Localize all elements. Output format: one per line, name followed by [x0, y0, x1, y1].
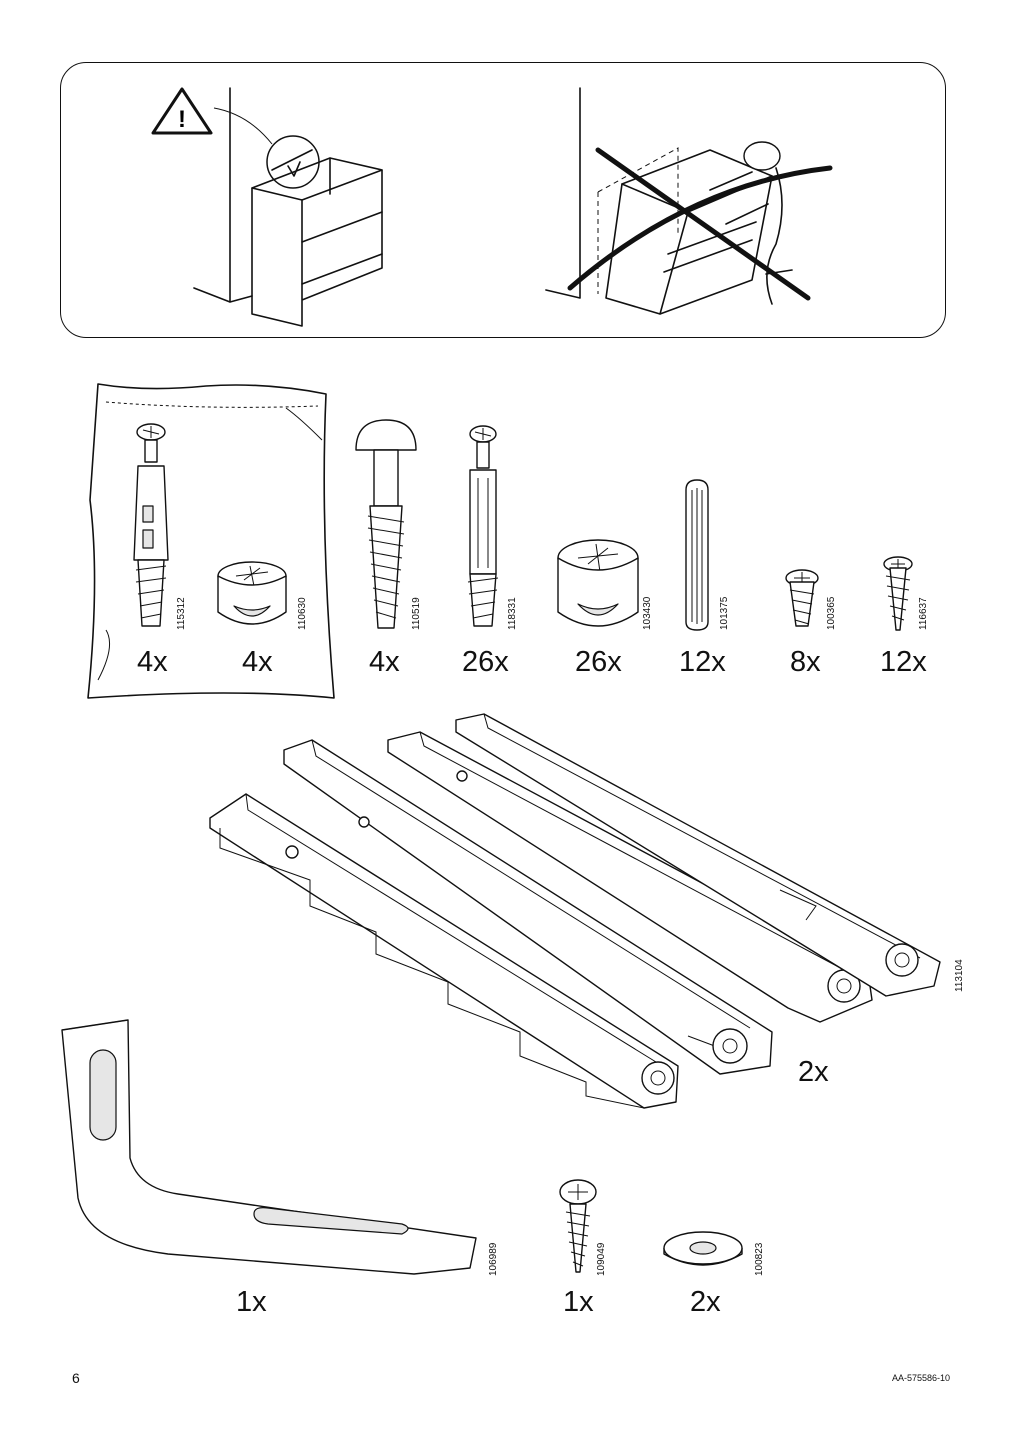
quantity-label: 4x	[242, 646, 273, 678]
washer-100823-icon	[663, 1231, 743, 1266]
part-id: 115312	[176, 597, 187, 630]
cabinet-against-wall-icon	[193, 87, 383, 327]
quantity-label: 26x	[462, 646, 509, 678]
document-code: AA-575586-10	[892, 1373, 951, 1383]
screw-100365-icon	[785, 569, 819, 627]
cam-lock-110630-icon	[217, 561, 287, 625]
quantity-label: 4x	[137, 646, 168, 678]
cabinet-climbing-crossed-out-icon	[545, 87, 833, 315]
quantity-label: 8x	[790, 646, 821, 678]
quantity-label: 1x	[236, 1286, 267, 1318]
cam-bolt-118331-icon	[467, 425, 499, 627]
part-id: 100365	[826, 596, 837, 630]
page-number: 6	[72, 1370, 80, 1386]
part-id: 110630	[297, 597, 308, 630]
warning-symbol: !	[178, 106, 186, 133]
part-id: 109049	[596, 1242, 607, 1276]
hardware-bag-icon	[87, 383, 335, 699]
quantity-label: 2x	[690, 1286, 721, 1318]
screw-116637-icon	[883, 556, 913, 631]
screw-109049-icon	[559, 1179, 597, 1273]
drawer-rails-icon	[209, 713, 941, 1109]
quantity-label: 1x	[563, 1286, 594, 1318]
part-id: 103430	[642, 596, 653, 630]
cam-lock-103430-icon	[557, 539, 639, 627]
part-id: 116637	[918, 597, 929, 630]
quantity-label: 4x	[369, 646, 400, 678]
quantity-label: 2x	[798, 1056, 829, 1088]
wooden-dowel-101375-icon	[685, 479, 709, 631]
part-id: 106989	[488, 1242, 499, 1276]
anchor-110519-icon	[355, 419, 417, 629]
quantity-label: 12x	[679, 646, 726, 678]
cam-bolt-115312-icon	[133, 423, 169, 627]
part-id: 113104	[954, 959, 965, 992]
warning-triangle-icon: !	[151, 87, 213, 135]
quantity-label: 12x	[880, 646, 927, 678]
angle-bracket-106989-icon	[61, 1019, 477, 1275]
part-id: 100823	[754, 1242, 765, 1276]
warning-panel	[60, 62, 946, 338]
part-id: 110519	[411, 597, 422, 630]
part-id: 101375	[719, 596, 730, 630]
part-id: 118331	[507, 597, 518, 630]
quantity-label: 26x	[575, 646, 622, 678]
